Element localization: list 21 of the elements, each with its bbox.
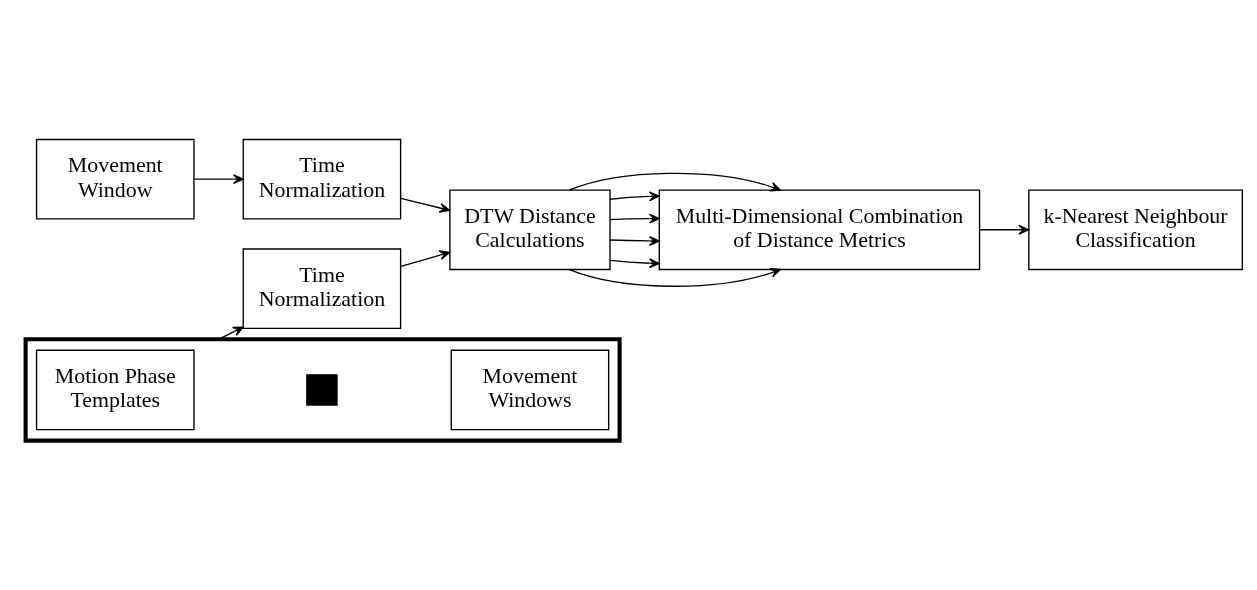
arrow [193,173,244,184]
node-box: k-Nearest Neighbour Classification [1028,188,1244,270]
node-box: Movement Window [35,138,195,220]
arrow [568,267,781,287]
arrow [568,172,781,192]
node-plus [306,373,338,406]
node-box: DTW Distance Calculations [449,188,611,270]
arrow [609,235,660,246]
node-box: Multi-Dimensional Combination of Distance Metrics [658,188,981,270]
node-box: Movement Windows [450,349,610,430]
node-box: Time Normalization [242,138,402,220]
node-box: Motion Phase Templates [35,349,195,430]
arrow [979,224,1030,235]
arrow [400,249,451,267]
arrow [400,197,451,213]
arrow [609,213,660,224]
node-box: Time Normalization [242,247,402,329]
cluster [23,336,622,443]
arrow [609,190,660,201]
arrow [217,325,244,340]
arrow [609,257,660,268]
